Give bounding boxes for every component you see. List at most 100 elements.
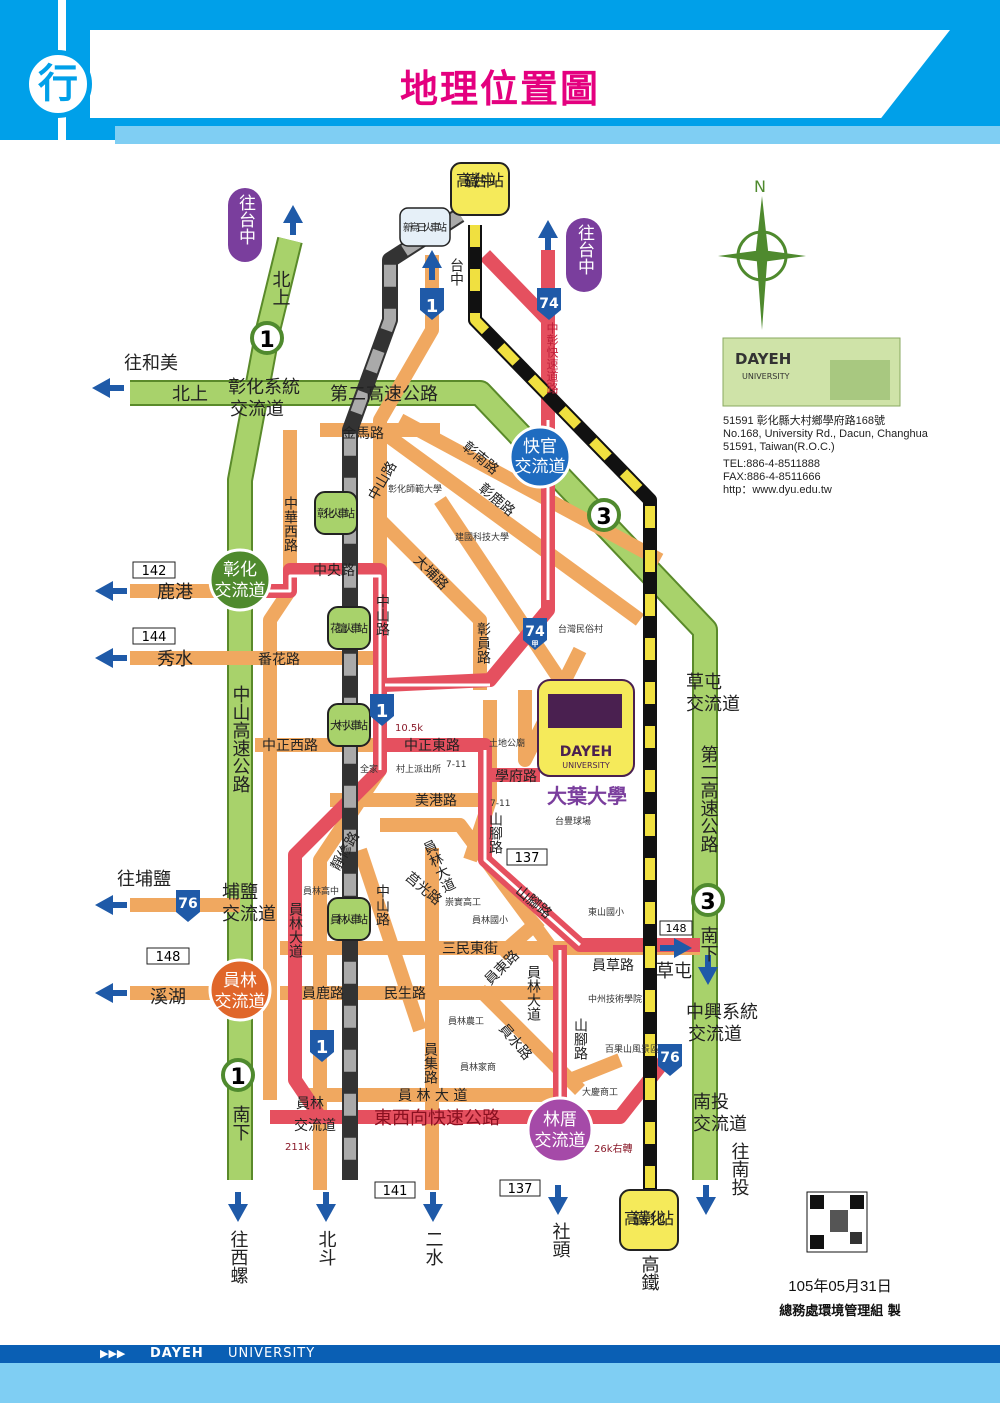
label: 南下 — [698, 926, 719, 962]
label: 10.5k — [395, 723, 423, 734]
arrow-up-icon — [538, 220, 558, 250]
label: 台中 — [448, 258, 464, 286]
label: 高鐵 — [639, 1255, 660, 1291]
label: 交流道 — [294, 1117, 336, 1134]
arrow-down-icon — [548, 1185, 568, 1215]
label: 交流道 — [688, 1024, 742, 1045]
website-link[interactable]: http：www.dyu.edu.tw — [723, 484, 832, 496]
label: 中興系統 — [686, 1002, 758, 1023]
label: 二水 — [423, 1230, 444, 1266]
yuanlin-ic-sub: 交流道 — [215, 992, 266, 1012]
label: 土地公廟 — [489, 737, 525, 749]
label: 中華西路 — [282, 496, 298, 552]
road-144: 144 — [142, 630, 167, 645]
footer-brand: DAYEH — [150, 1346, 204, 1361]
huatan-station: 花壇火車站 — [330, 621, 368, 635]
label: 東山國小 — [588, 906, 624, 918]
hsr-taichung-station: 高鐵台中站 — [456, 171, 504, 190]
label: 員 林 大 道 — [398, 1088, 467, 1104]
railway — [342, 208, 465, 1180]
shield-text: 74 — [539, 296, 559, 312]
kuaiguan-ic-sub: 交流道 — [515, 457, 566, 477]
label: 北上 — [270, 270, 291, 306]
linco-ic-sub: 交流道 — [535, 1131, 586, 1151]
shield-text: 74 — [525, 624, 545, 640]
provincial-shield-icon: 74甲 — [523, 618, 547, 650]
label: 中州技術學院 — [588, 993, 642, 1005]
label: 交流道 — [693, 1114, 747, 1135]
label: 7-11 — [446, 760, 466, 770]
label: 埔鹽 — [222, 882, 258, 903]
label: 台灣民俗村 — [558, 623, 603, 635]
direction-arrows — [92, 205, 718, 1222]
shield-text: 76 — [660, 1050, 679, 1066]
label: 往西螺 — [228, 1230, 249, 1285]
destination-pills: 往台中 往台中 — [228, 188, 602, 292]
label: 民生路 — [384, 986, 426, 1002]
label: 中山路 — [365, 459, 400, 503]
route-arrows — [240, 420, 582, 1100]
label: 溪湖 — [150, 987, 186, 1008]
yuanlin-ic: 員林 — [223, 971, 257, 991]
changhua-station: 彰化火車站 — [317, 506, 355, 520]
label: 鹿港 — [157, 582, 193, 603]
arrow-down-icon — [228, 1192, 248, 1222]
compass-north: N — [754, 177, 766, 196]
arrow-right-icon — [660, 938, 692, 958]
address-block: 51591 彰化縣大村鄉學府路168號 No.168, University R… — [723, 415, 928, 497]
label: 全家 — [360, 763, 378, 775]
label: 秀水 — [157, 649, 193, 670]
shield-text: 76 — [178, 896, 197, 912]
label: 員草路 — [592, 958, 634, 974]
label: 草屯 — [686, 672, 722, 693]
dayeh-logo-card[interactable]: DAYEH UNIVERSITY — [548, 694, 622, 770]
label: 南投 — [693, 1092, 729, 1113]
address-postal: 51591, Taiwan(R.O.C.) — [723, 441, 835, 453]
building-icon — [548, 694, 622, 728]
shield-text: 1 — [316, 1037, 329, 1058]
label: 社頭 — [550, 1222, 571, 1258]
label: 26k右轉 — [594, 1142, 633, 1155]
road-137: 137 — [515, 851, 540, 866]
label: 學府路 — [495, 769, 537, 785]
shield-text: 3 — [700, 890, 715, 915]
label: 百果山風景區 — [605, 1044, 659, 1055]
arrow-down-icon — [423, 1192, 443, 1222]
label: 交流道 — [230, 399, 284, 420]
arrow-left-icon — [95, 895, 127, 915]
arrow-left-icon — [95, 648, 127, 668]
shield-text: 3 — [596, 505, 611, 530]
label: 大慶商工 — [582, 1086, 618, 1098]
label: 草屯 — [656, 961, 692, 982]
label: 建國科技大學 — [455, 531, 509, 543]
label: 北上 — [172, 384, 208, 405]
header-strip — [115, 126, 1000, 144]
label-to-taichung: 往台中 — [574, 224, 595, 275]
county-road-boxes: 142 144 148 148 137 141 137 — [132, 561, 693, 1199]
label: 中央路 — [313, 563, 355, 579]
kuaiguan-ic: 快官 — [523, 437, 557, 457]
hsr-changhua-station: 高鐵彰化站 — [624, 1209, 674, 1228]
road-148: 148 — [666, 922, 687, 935]
linco-ic: 林厝 — [543, 1110, 577, 1130]
road-148: 148 — [156, 950, 181, 965]
label: 員林家商 — [460, 1061, 496, 1073]
logo-university: UNIVERSITY — [562, 761, 610, 770]
label: 員鹿路 — [302, 985, 344, 1002]
label: 番花路 — [258, 652, 300, 668]
road-142: 142 — [142, 564, 167, 579]
label: 大埔路 — [410, 552, 451, 593]
label: 中正西路 — [262, 738, 318, 754]
label: 南下 — [230, 1105, 251, 1141]
shield-text: 1 — [259, 328, 274, 353]
shield-sub: 甲 — [532, 640, 539, 648]
footer-arrows-icon: ▶▶▶ — [100, 1347, 126, 1360]
label: 山腳路 — [487, 812, 503, 854]
university-photo-card: DAYEH UNIVERSITY — [722, 337, 901, 407]
flower-shield-icon: 3 — [691, 883, 725, 917]
arrow-left-icon — [92, 378, 124, 398]
qr-code[interactable] — [806, 1191, 868, 1253]
label: 中彰快速道路 — [545, 321, 559, 395]
label: 中山路 — [374, 594, 390, 636]
changhua-ic-sub: 交流道 — [215, 581, 266, 601]
